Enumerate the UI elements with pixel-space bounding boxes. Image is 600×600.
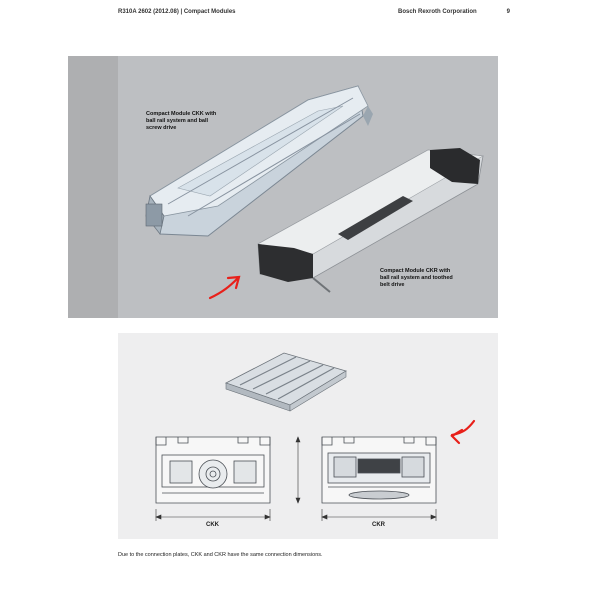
ckr-module-image	[257, 148, 484, 293]
ckr-label: CKR	[372, 522, 385, 528]
ckr-cross-section	[321, 436, 437, 504]
cross-section-panel: CKK CKR	[118, 333, 498, 539]
section-title: Compact Modules	[183, 9, 236, 15]
ckk-label: CKK	[206, 522, 219, 528]
module-photo-panel: Compact Module CKK with ball rail system…	[68, 56, 498, 318]
page-number: 9	[506, 9, 510, 15]
ckk-caption-line: screw drive	[146, 125, 177, 131]
header-company: Bosch Rexroth Corporation	[398, 9, 477, 15]
ckk-caption-line: ball rail system and ball	[146, 118, 209, 124]
connection-plate-image	[224, 352, 347, 412]
red-arrow-icon	[208, 275, 241, 300]
red-arrow-icon	[450, 419, 476, 445]
ckk-cross-section	[155, 436, 271, 504]
ckk-module-image	[145, 85, 373, 237]
ckr-caption-line: ball rail system and toothed	[380, 275, 453, 281]
ckr-caption: Compact Module CKR with ball rail system…	[380, 268, 453, 289]
module-illustrations	[145, 85, 484, 300]
ckk-caption-line: Compact Module CKK with	[146, 111, 217, 117]
ckk-caption: Compact Module CKK with ball rail system…	[146, 111, 216, 132]
dimension-lines	[155, 436, 437, 521]
doc-ref: R310A 2602 (2012.08)	[118, 9, 179, 15]
header-doc-ref: R310A 2602 (2012.08) | Compact Modules	[118, 9, 236, 15]
connection-note: Due to the connection plates, CKK and CK…	[118, 552, 323, 558]
page-header: R310A 2602 (2012.08) | Compact Modules B…	[118, 9, 510, 21]
cross-section-drawings	[155, 352, 476, 521]
ckr-caption-line: Compact Module CKR with	[380, 268, 451, 274]
ckr-caption-line: belt drive	[380, 282, 405, 288]
